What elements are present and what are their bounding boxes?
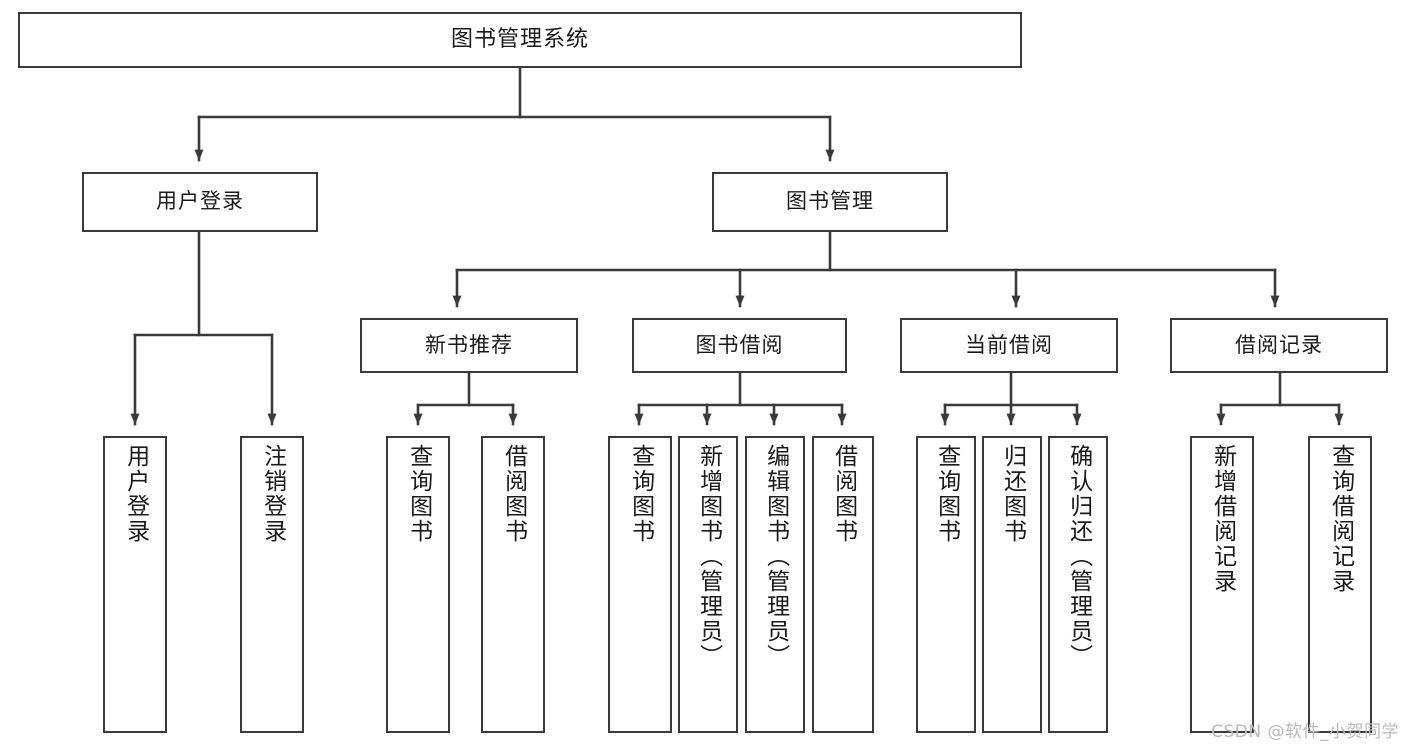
node-leaf-add-book-label: 新增图书（管理员） (695, 444, 722, 669)
node-book-manage[interactable]: 图书管理 (712, 172, 948, 232)
node-book-manage-label: 图书管理 (786, 189, 874, 214)
node-leaf-borrow-book-1-label: 借阅图书 (500, 444, 527, 544)
node-leaf-confirm-return[interactable]: 确认归还（管理员） (1048, 436, 1108, 733)
node-leaf-confirm-return-label: 确认归还（管理员） (1065, 444, 1092, 669)
node-user-login-label: 用户登录 (156, 189, 244, 214)
node-leaf-borrow-book-2-label: 借阅图书 (830, 444, 857, 544)
node-leaf-add-record-label: 新增借阅记录 (1209, 444, 1236, 594)
node-leaf-return-book-label: 归还图书 (999, 444, 1026, 544)
node-new-book-recommend[interactable]: 新书推荐 (360, 318, 578, 373)
node-leaf-user-login-label: 用户登录 (122, 444, 149, 544)
node-leaf-borrow-book-1[interactable]: 借阅图书 (481, 436, 545, 733)
node-leaf-return-book[interactable]: 归还图书 (982, 436, 1042, 733)
node-leaf-query-record-label: 查询借阅记录 (1327, 444, 1354, 594)
node-root-label: 图书管理系统 (450, 26, 589, 52)
node-leaf-add-book[interactable]: 新增图书（管理员） (678, 436, 738, 733)
node-borrow-record[interactable]: 借阅记录 (1170, 318, 1388, 373)
node-leaf-logout-label: 注销登录 (259, 444, 286, 544)
node-book-borrow-label: 图书借阅 (695, 332, 784, 357)
node-root[interactable]: 图书管理系统 (18, 12, 1022, 68)
node-leaf-query-record[interactable]: 查询借阅记录 (1308, 436, 1372, 733)
node-borrow-record-label: 借阅记录 (1235, 332, 1323, 357)
node-leaf-query-book-3[interactable]: 查询图书 (916, 436, 976, 733)
node-book-borrow[interactable]: 图书借阅 (632, 318, 847, 373)
node-leaf-add-record[interactable]: 新增借阅记录 (1190, 436, 1254, 733)
node-leaf-edit-book[interactable]: 编辑图书（管理员） (745, 436, 805, 733)
node-user-login[interactable]: 用户登录 (82, 172, 318, 232)
node-current-borrow-label: 当前借阅 (965, 332, 1053, 357)
node-leaf-query-book-2-label: 查询图书 (627, 444, 654, 544)
node-leaf-query-book-1[interactable]: 查询图书 (386, 436, 450, 733)
node-leaf-edit-book-label: 编辑图书（管理员） (762, 444, 789, 669)
node-new-book-recommend-label: 新书推荐 (425, 332, 513, 357)
node-leaf-user-login[interactable]: 用户登录 (103, 436, 167, 733)
watermark-text: CSDN @软件_小贺同学 (1211, 722, 1399, 742)
node-leaf-query-book-3-label: 查询图书 (933, 444, 960, 544)
node-leaf-borrow-book-2[interactable]: 借阅图书 (812, 436, 874, 733)
node-leaf-query-book-2[interactable]: 查询图书 (608, 436, 672, 733)
node-current-borrow[interactable]: 当前借阅 (900, 318, 1118, 373)
node-leaf-query-book-1-label: 查询图书 (405, 444, 432, 544)
node-leaf-logout[interactable]: 注销登录 (240, 436, 304, 733)
